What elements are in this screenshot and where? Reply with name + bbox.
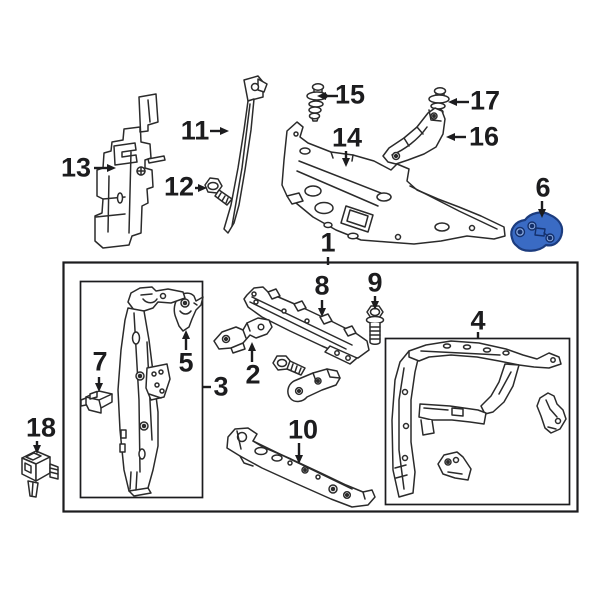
assembly-box-1	[62, 261, 579, 513]
callout-10-arrow	[295, 443, 303, 464]
callout-11-arrow	[210, 127, 229, 135]
part-12-illustration[interactable]	[204, 177, 233, 206]
callout-2-arrow	[248, 342, 256, 362]
callout-5-arrow	[182, 330, 190, 350]
callout-16-arrow	[446, 133, 466, 141]
callout-1-label[interactable]: 1	[320, 227, 336, 258]
callout-7-arrow	[95, 377, 103, 392]
part-13-illustration[interactable]	[94, 93, 166, 249]
callout-13-label[interactable]: 13	[60, 152, 92, 183]
callout-arrows	[33, 92, 546, 464]
hardware-bolt-illustration[interactable]	[272, 355, 306, 376]
callout-14-label[interactable]: 14	[331, 122, 363, 153]
callout-5-label[interactable]: 5	[178, 347, 194, 378]
callout-11-label[interactable]: 11	[180, 115, 210, 146]
callout-17-arrow	[448, 98, 469, 106]
callout-17-label[interactable]: 17	[469, 85, 501, 116]
part-3-illustration[interactable]	[117, 286, 186, 497]
part-5-illustration[interactable]	[173, 292, 204, 332]
callout-8-label[interactable]: 8	[314, 270, 330, 301]
callout-2-label[interactable]: 2	[245, 359, 261, 390]
callout-9-arrow	[371, 296, 379, 310]
callout-8-arrow	[318, 300, 326, 317]
callout-13-arrow	[94, 164, 116, 172]
callout-10-label[interactable]: 10	[287, 414, 319, 445]
assembly-box-3	[79, 280, 204, 499]
part-8-illustration[interactable]	[243, 286, 370, 365]
part-7-illustration[interactable]	[80, 390, 113, 414]
hardware-bracket-illustration[interactable]	[287, 368, 341, 403]
part-16-illustration[interactable]	[382, 107, 446, 165]
part-18-illustration[interactable]	[21, 450, 59, 498]
callout-7-label[interactable]: 7	[92, 346, 108, 377]
callout-6-arrow	[538, 201, 546, 218]
callout-18-arrow	[33, 441, 41, 454]
part-6-illustration-highlighted[interactable]	[510, 211, 564, 252]
callout-12-arrow	[195, 184, 207, 192]
callout-4-label[interactable]: 4	[470, 305, 486, 336]
part-9-illustration[interactable]	[365, 305, 385, 345]
part-14-illustration[interactable]	[281, 121, 506, 245]
part-10-illustration[interactable]	[226, 427, 376, 508]
callout-3-label[interactable]: 3	[213, 371, 229, 402]
part-11-illustration[interactable]	[223, 75, 268, 234]
part-2-illustration[interactable]	[213, 317, 273, 354]
callout-16-label[interactable]: 16	[468, 121, 500, 152]
callout-15-arrow	[317, 92, 338, 100]
part-4-illustration[interactable]	[391, 340, 567, 498]
callout-15-label[interactable]: 15	[334, 79, 366, 110]
callout-12-label[interactable]: 12	[163, 171, 195, 202]
callout-14-arrow	[342, 151, 350, 167]
callout-18-label[interactable]: 18	[25, 412, 57, 443]
callout-6-label[interactable]: 6	[535, 172, 551, 203]
part-15-illustration[interactable]	[306, 83, 328, 122]
callout-9-label[interactable]: 9	[367, 267, 383, 298]
